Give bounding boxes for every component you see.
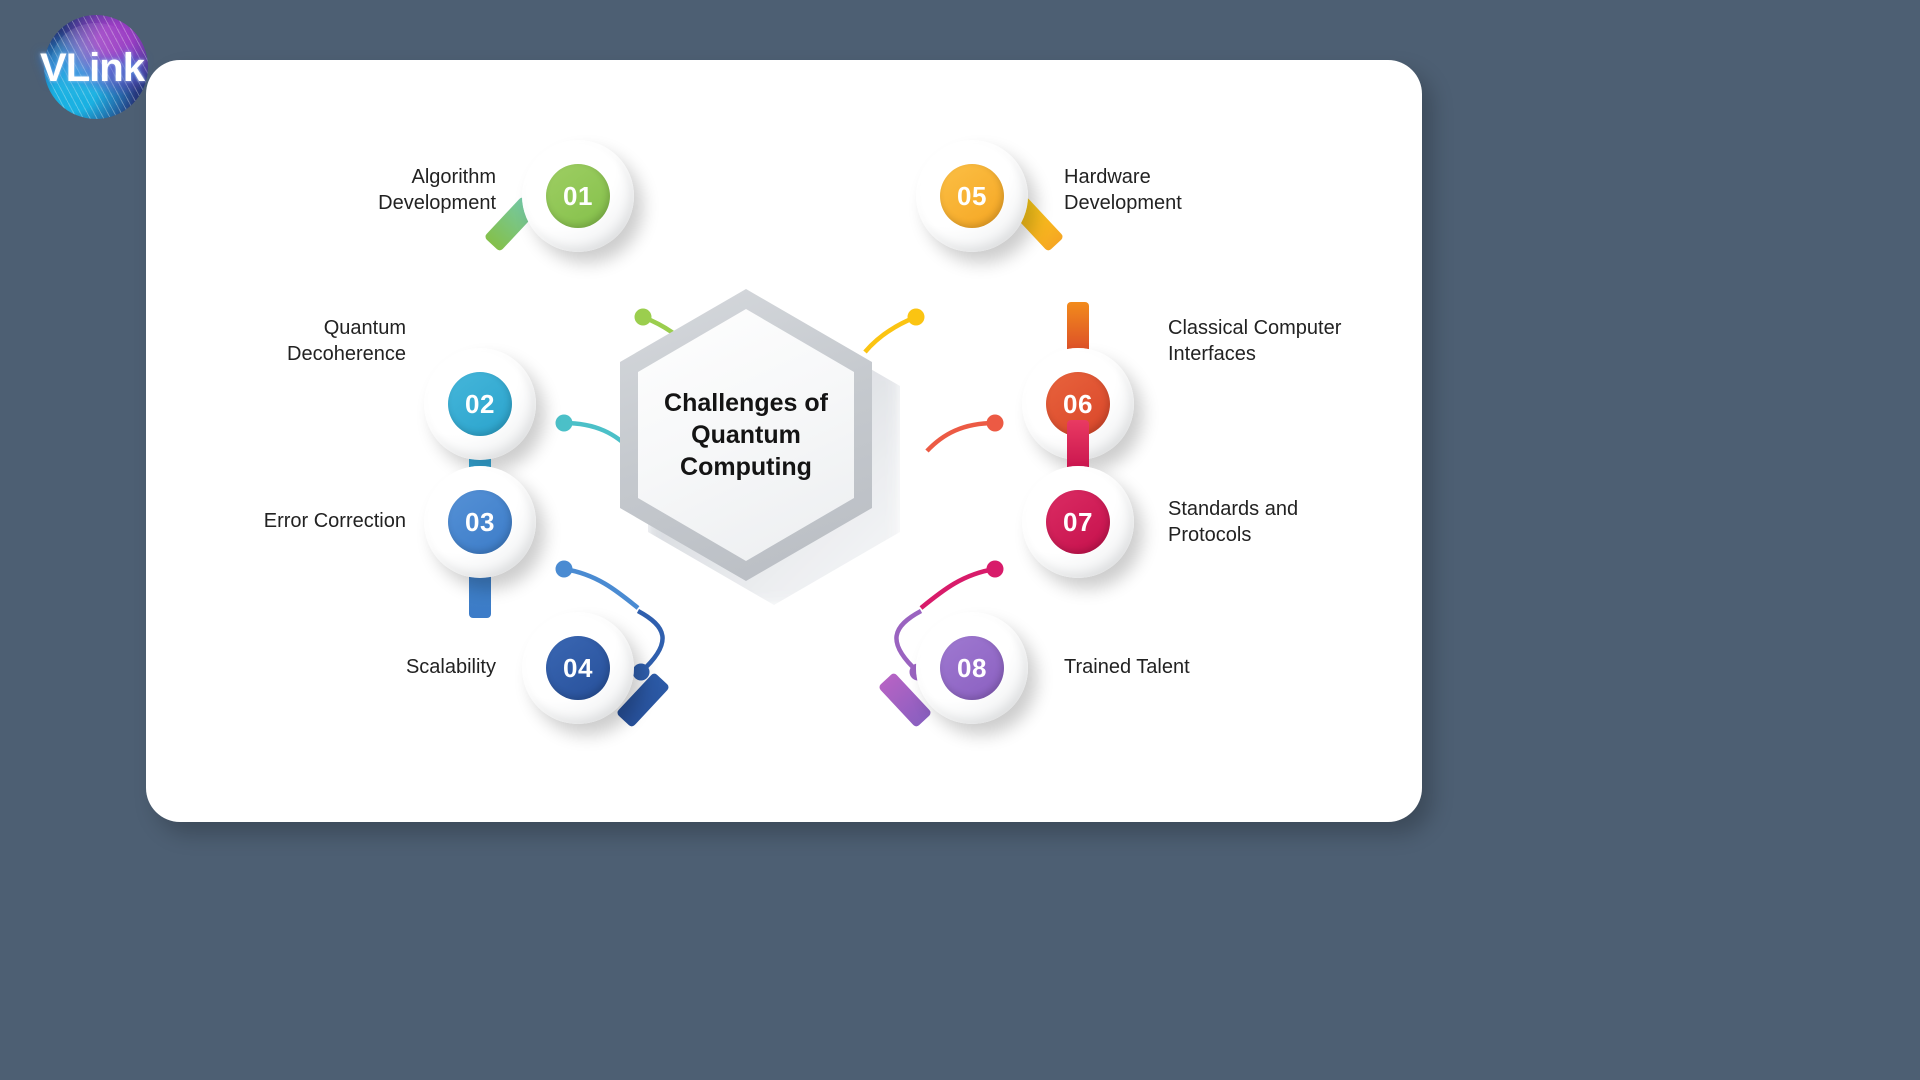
center-hexagon: Challenges of Quantum Computing [612,283,912,613]
node-08[interactable]: 08 [877,612,1028,728]
node-08-number: 08 [940,636,1004,700]
node-05-label: Hardware Development [1064,166,1182,215]
node-01[interactable]: 01 [483,140,634,252]
node-05-number: 05 [940,164,1004,228]
node-04-label: Scalability [405,656,496,678]
node-03-label: Error Correction [263,510,406,532]
node-03-number: 03 [448,490,512,554]
node-03[interactable]: 03 [424,466,536,618]
node-02[interactable]: 02 [424,348,536,500]
brand-logo[interactable]: VLink [22,10,162,125]
node-04-number: 04 [546,636,610,700]
center-title: Challenges of Quantum Computing [664,389,828,481]
node-07-number: 07 [1046,490,1110,554]
node-05[interactable]: 05 [916,140,1065,252]
node-01-label: Algorithm Development [378,166,496,215]
brand-wordmark: VLink [40,46,145,90]
node-07[interactable]: 07 [1022,420,1134,578]
node-04[interactable]: 04 [522,612,671,728]
node-08-label: Trained Talent [1064,656,1190,678]
node-07-tab [1067,420,1089,476]
node-01-number: 01 [546,164,610,228]
node-06-label: Classical Computer Interfaces [1168,317,1342,366]
infographic-card: Challenges of Quantum Computing 01 Algor… [146,60,1422,822]
infographic-diagram: Challenges of Quantum Computing 01 Algor… [146,60,1422,822]
connector-07 [919,560,1004,610]
globe-icon [44,15,148,119]
node-02-number: 02 [448,372,512,436]
node-02-label: Quantum Decoherence [287,317,406,366]
node-06-tab [1067,302,1089,358]
node-07-label: Standards and Protocols [1168,498,1299,547]
connector-06 [925,414,1004,453]
hexagon-inner: Challenges of Quantum Computing [638,309,854,561]
connector-04 [632,609,665,681]
